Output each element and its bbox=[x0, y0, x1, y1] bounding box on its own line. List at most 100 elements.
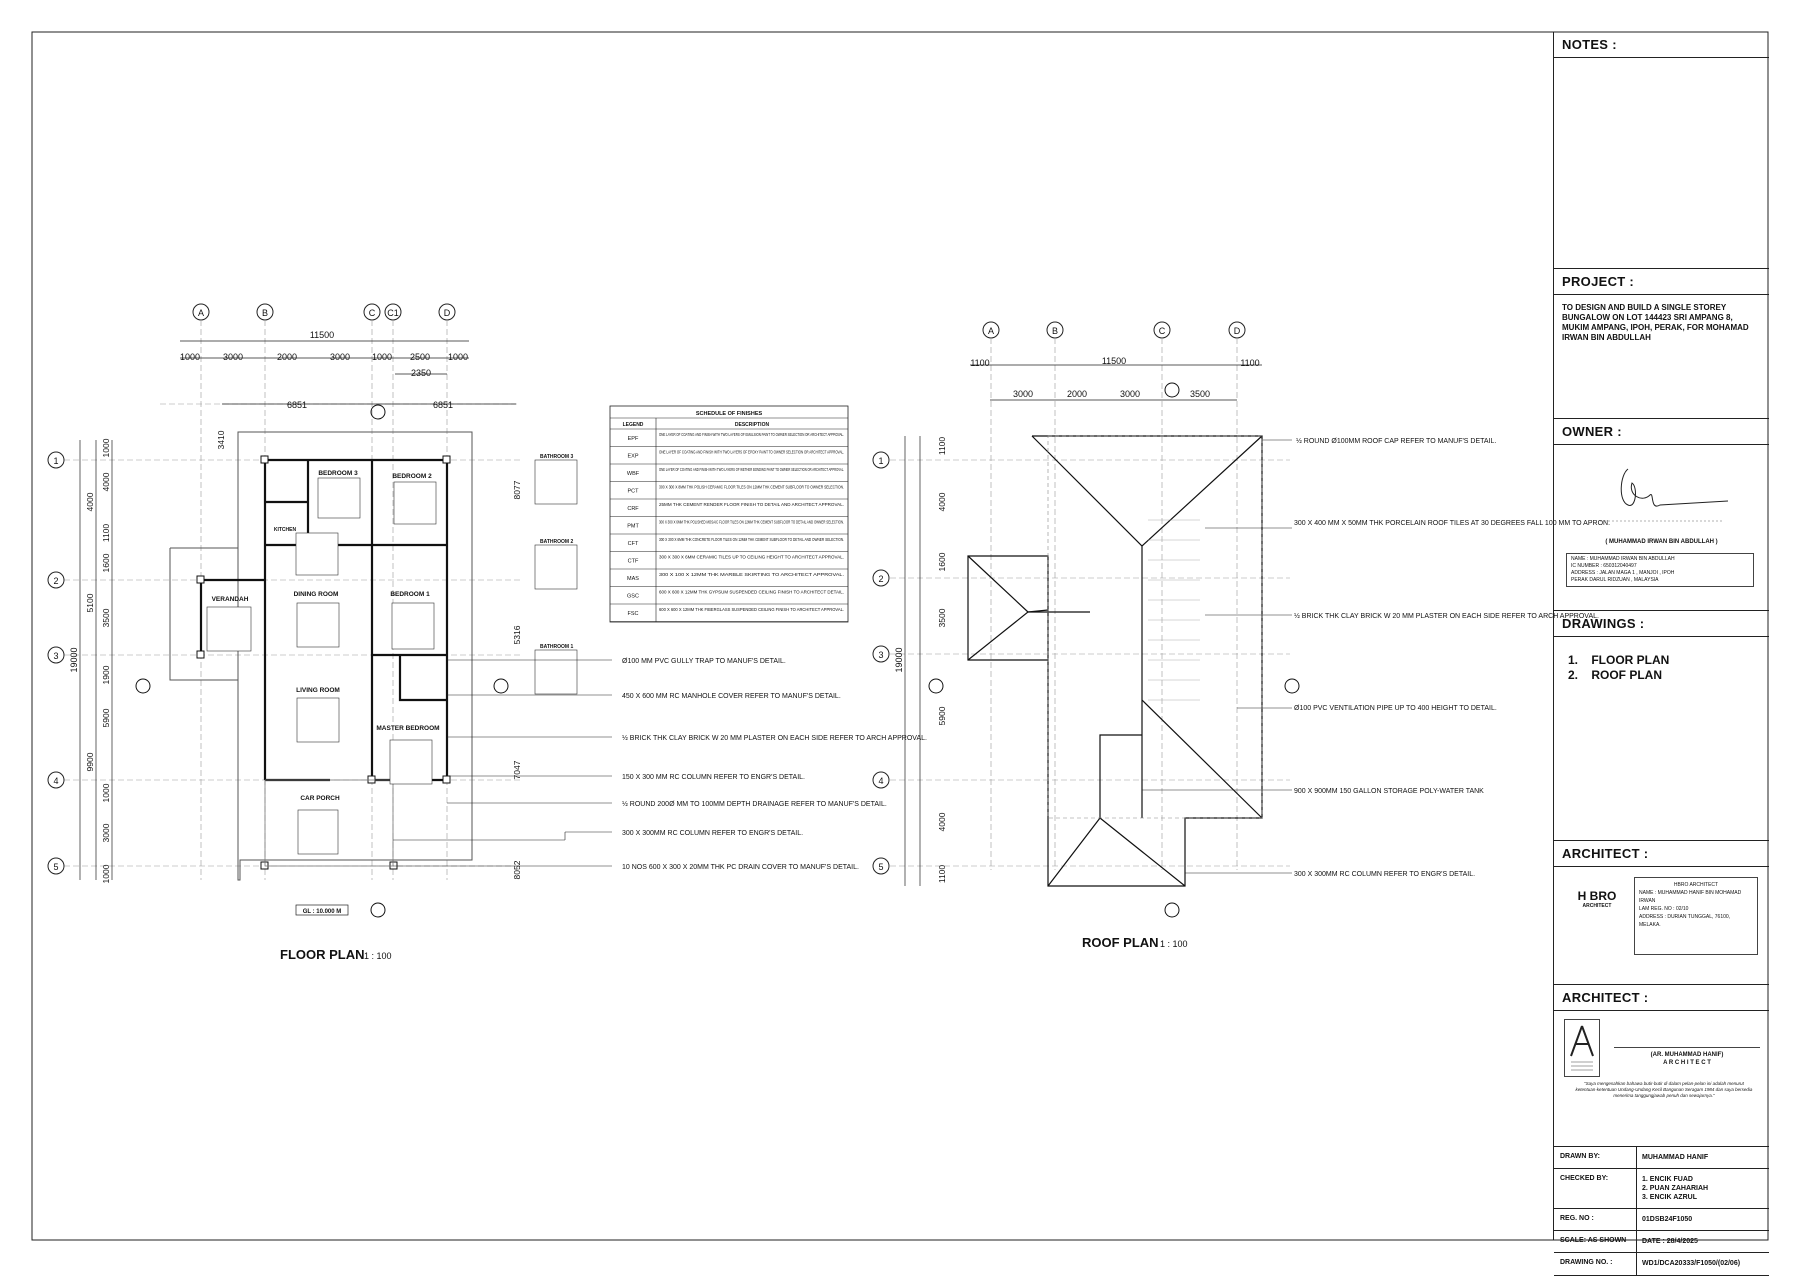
grid-row-2: 2 bbox=[53, 576, 58, 586]
architect2-title: A R C H I T E C T bbox=[1663, 1060, 1711, 1066]
floor-note: ½ BRICK THK CLAY BRICK W 20 MM PLASTER O… bbox=[622, 734, 927, 742]
roof-left-overall: 19000 bbox=[894, 647, 904, 672]
schedule-legend-cell: CTF bbox=[628, 559, 639, 565]
room-label: CAR PORCH bbox=[300, 795, 340, 802]
floor-overall-width: 11500 bbox=[310, 330, 334, 340]
owner-detail-line: ADDRESS : JALAN MAGA 1 , MANJOI , IPOH bbox=[1571, 570, 1675, 576]
schedule-desc-cell: 600 X 600 X 12MM THK FIBERGLASS SUSPENDE… bbox=[659, 607, 844, 612]
architect-detail-line: LAM REG. NO : 02/10 bbox=[1639, 906, 1689, 912]
roof-plan-scale: 1 : 100 bbox=[1160, 939, 1188, 949]
floor-note: Ø100 MM PVC GULLY TRAP TO MANUF'S DETAIL… bbox=[622, 658, 786, 665]
roof-top-dim: 2000 bbox=[1067, 389, 1087, 399]
roof-top-dim: 3000 bbox=[1120, 389, 1140, 399]
schedule-legend-cell: CFT bbox=[628, 541, 639, 547]
floor-left-dim: 5100 bbox=[85, 593, 95, 612]
bath-label: BATHROOM 3 bbox=[540, 454, 573, 460]
drawn-by-value: MUHAMMAD HANIF bbox=[1642, 1154, 1709, 1161]
roof-top-dim: 1100 bbox=[1240, 358, 1259, 368]
schedule-legend-cell: CRF bbox=[627, 506, 639, 512]
roof-overall-width: 11500 bbox=[1102, 356, 1126, 366]
floor-right-dim: 8052 bbox=[512, 860, 522, 879]
roof-left-dim: 3500 bbox=[937, 608, 947, 627]
floor-right-dim: 8077 bbox=[512, 480, 522, 499]
drawing-no-label: DRAWING NO. : bbox=[1560, 1259, 1613, 1266]
schedule-legend-cell: GSC bbox=[627, 594, 639, 600]
architect-detail-line: HBRO ARCHITECT bbox=[1673, 882, 1719, 888]
reg-value: 01DSB24F1050 bbox=[1642, 1216, 1693, 1223]
roof-note: ½ ROUND Ø100MM ROOF CAP REFER TO MANUF'S… bbox=[1296, 437, 1496, 445]
floor-top-dim: 3000 bbox=[223, 352, 243, 362]
roof-grid-row: 5 bbox=[878, 862, 883, 872]
bath-label: BATHROOM 1 bbox=[540, 644, 573, 650]
roof-grid-col: B bbox=[1052, 326, 1058, 336]
room-label: DINING ROOM bbox=[294, 591, 339, 598]
roof-left-dim: 4000 bbox=[937, 812, 947, 831]
grid-row-5: 5 bbox=[53, 862, 58, 872]
schedule-col-desc: DESCRIPTION bbox=[735, 422, 770, 428]
owner-detail-line: NAME : MUHAMMAD IRWAN BIN ABDULLAH bbox=[1571, 556, 1675, 562]
drawing-no-value: WD1/DCA20333/F1050/(02/06) bbox=[1642, 1260, 1741, 1267]
roof-grid-row: 3 bbox=[878, 650, 883, 660]
schedule-desc-cell: 300 X 300 X 8MM THK POLISH CERAMIC FLOOR… bbox=[659, 485, 844, 490]
roof-note: ½ BRICK THK CLAY BRICK W 20 MM PLASTER O… bbox=[1294, 612, 1599, 620]
floor-top-dim: 1000 bbox=[180, 352, 200, 362]
schedule-legend-cell: EPF bbox=[628, 436, 639, 442]
floor-top-dim: 2500 bbox=[410, 352, 430, 362]
drawing-item: 2. ROOF PLAN bbox=[1568, 668, 1663, 682]
checker: 3. ENCIK AZRUL bbox=[1642, 1194, 1697, 1201]
floor-plan-title: FLOOR PLAN bbox=[280, 947, 365, 962]
floor-left-dim: 3000 bbox=[101, 823, 111, 842]
notes-section: NOTES : bbox=[1554, 32, 1769, 268]
reg-label: REG. NO : bbox=[1560, 1215, 1594, 1222]
firm-name: H BRO bbox=[1577, 889, 1617, 903]
roof-grid-rows: 1 2 3 4 5 bbox=[872, 451, 890, 875]
lam-logo-icon bbox=[1564, 1019, 1600, 1077]
roof-left-dim: 1100 bbox=[937, 865, 947, 884]
roof-left-dim: 4000 bbox=[937, 492, 947, 511]
architect2-name-block: (AR. MUHAMMAD HANIF) A R C H I T E C T bbox=[1614, 1051, 1760, 1067]
roof-left-dim: 1100 bbox=[937, 437, 947, 456]
roof-grid-columns: A B C D bbox=[982, 321, 1246, 339]
drawings-section: DRAWINGS : 1. FLOOR PLAN 2. ROOF PLAN bbox=[1554, 610, 1769, 841]
floor-top-dim: 3000 bbox=[330, 352, 350, 362]
schedule-of-finishes: SCHEDULE OF FINISHES LEGEND DESCRIPTION … bbox=[609, 405, 849, 623]
floor-note: ½ ROUND 200Ø MM TO 100MM DEPTH DRAINAGE … bbox=[622, 800, 887, 808]
floor-left-dim: 1000 bbox=[101, 783, 111, 802]
roof-grid-col: A bbox=[988, 326, 994, 336]
checked-by-row: CHECKED BY: 1. ENCIK FUAD 2. PUAN ZAHARI… bbox=[1554, 1168, 1769, 1209]
schedule-legend-cell: MAS bbox=[627, 576, 639, 582]
owner-heading: OWNER : bbox=[1554, 419, 1769, 445]
project-heading: PROJECT : bbox=[1554, 269, 1769, 295]
owner-section: OWNER : ( MUHAMMAD IRWAN BIN ABDULLAH ) … bbox=[1554, 418, 1769, 611]
scale-date-row: SCALE: AS SHOWN DATE : 28/4/2025 bbox=[1554, 1230, 1769, 1253]
architect2-declaration: "Saya mengesahkan bahawa butir-butir di … bbox=[1575, 1081, 1753, 1098]
project-description: TO DESIGN AND BUILD A SINGLE STOREY BUNG… bbox=[1562, 303, 1749, 342]
room-label: KITCHEN bbox=[274, 527, 297, 533]
room-label: BEDROOM 2 bbox=[392, 473, 432, 480]
floor-grid-columns: A B C C1 D bbox=[192, 303, 456, 321]
floor-note: 450 X 600 MM RC MANHOLE COVER REFER TO M… bbox=[622, 693, 841, 700]
architect-details: HBRO ARCHITECT NAME : MUHAMMAD HANIF BIN… bbox=[1634, 877, 1758, 955]
floor-dim-3410: 3410 bbox=[216, 430, 226, 449]
floor-left-dim: 4000 bbox=[85, 492, 95, 511]
firm-sub: ARCHITECT bbox=[1582, 903, 1612, 909]
floor-left-dim: 1600 bbox=[101, 553, 111, 572]
roof-grid-col: D bbox=[1234, 326, 1241, 336]
roof-note: 300 X 300MM RC COLUMN REFER TO ENGR'S DE… bbox=[1294, 871, 1475, 878]
floor-left-dim: 9900 bbox=[85, 752, 95, 771]
checker: 2. PUAN ZAHARIAH bbox=[1642, 1185, 1709, 1192]
notes-heading: NOTES : bbox=[1554, 32, 1769, 58]
grid-row-1: 1 bbox=[53, 456, 58, 466]
drawn-by-label: DRAWN BY: bbox=[1560, 1153, 1600, 1160]
roof-top-dim: 3000 bbox=[1013, 389, 1033, 399]
floor-note: 300 X 300MM RC COLUMN REFER TO ENGR'S DE… bbox=[622, 830, 803, 837]
floor-top-dim: 2000 bbox=[277, 352, 297, 362]
roof-left-dim: 5900 bbox=[937, 706, 947, 725]
project-section: PROJECT : TO DESIGN AND BUILD A SINGLE S… bbox=[1554, 268, 1769, 419]
architect-detail-line: ADDRESS : DURIAN TUNGGAL, 76100, MELAKA. bbox=[1639, 914, 1731, 928]
floor-grid-rows: 1 2 3 4 5 bbox=[47, 451, 65, 875]
floor-top-dim: 1000 bbox=[372, 352, 392, 362]
drawings-heading: DRAWINGS : bbox=[1554, 611, 1769, 637]
architect2-section: ARCHITECT : (AR. MUHAMMAD HANIF) A R C H… bbox=[1554, 984, 1769, 1147]
floor-note: 150 X 300 MM RC COLUMN REFER TO ENGR'S D… bbox=[622, 774, 805, 781]
